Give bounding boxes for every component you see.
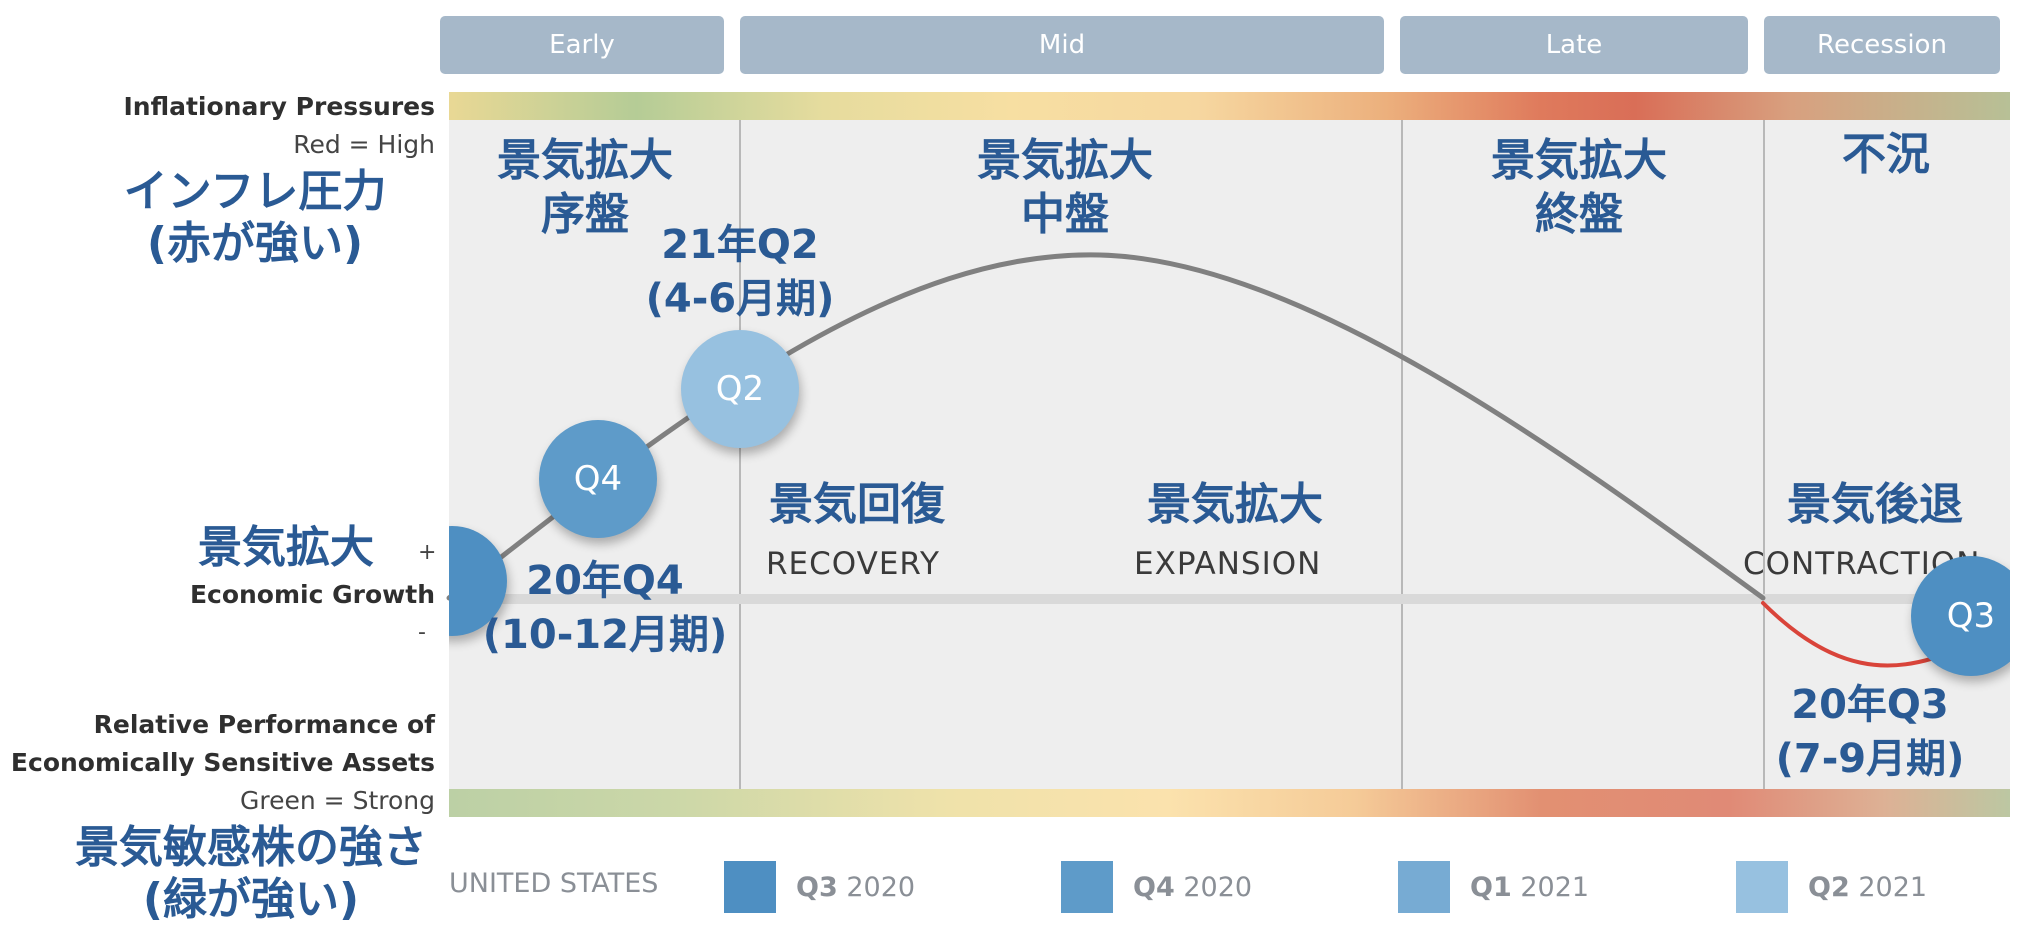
- phase-mid-line2: 中盤: [1021, 189, 1109, 240]
- phase-late-line2: 終盤: [1535, 189, 1623, 240]
- legend-text-q2-2021: Q2 2021: [1808, 871, 1928, 903]
- growth-label-en: Economic Growth: [189, 580, 435, 609]
- phase-recession-line1: 不況: [1842, 129, 1930, 180]
- note-q4-2020: 20年Q4 (10-12月期): [480, 554, 730, 662]
- note-q4-line1: 20年Q4: [526, 558, 684, 604]
- legend-item-q3-2020: Q3 2020: [724, 861, 915, 913]
- inflation-gradient-bar: [449, 92, 2010, 120]
- phase-early-line2: 序盤: [541, 189, 629, 240]
- assets-label-jp-line2: (緑が強い): [142, 874, 360, 925]
- phase-early-line1: 景気拡大: [497, 135, 673, 186]
- note-q2-line2: (4-6月期): [645, 276, 835, 322]
- growth-label-jp: 景気拡大: [198, 522, 374, 573]
- marker-q4-2020: Q4: [539, 420, 657, 538]
- legend-swatch-q3-2020: [724, 861, 776, 913]
- note-q2-line1: 21年Q2: [661, 222, 819, 268]
- assets-label-jp-line1: 景気敏感株の強さ: [75, 822, 427, 873]
- marker-clip-region: CONTRACTION Q4 Q2 Q3: [449, 120, 2010, 789]
- note-q3-line1: 20年Q3: [1791, 682, 1949, 728]
- legend-swatch-q4-2020: [1061, 861, 1113, 913]
- growth-minus-sign: -: [418, 620, 426, 645]
- phase-expansion-en: EXPANSION: [1134, 546, 1322, 582]
- phase-late-line1: 景気拡大: [1491, 135, 1667, 186]
- stage-early: Early: [440, 16, 724, 74]
- inflation-label-en: Inflationary Pressures: [123, 92, 435, 121]
- stage-mid: Mid: [740, 16, 1384, 74]
- assets-label-en-2: Economically Sensitive Assets: [10, 748, 435, 777]
- note-q3-line2: (7-9月期): [1775, 736, 1965, 782]
- legend-text-q4-2020: Q4 2020: [1133, 871, 1253, 903]
- sensitivity-gradient-bar: [449, 789, 2010, 817]
- legend-swatch-q1-2021: [1398, 861, 1450, 913]
- stage-recession: Recession: [1764, 16, 2000, 74]
- phase-mid-line1: 景気拡大: [977, 135, 1153, 186]
- phase-expansion-jp: 景気拡大: [1147, 479, 1323, 530]
- assets-label-en-1: Relative Performance of: [93, 710, 435, 739]
- phase-late-label: 景気拡大 終盤: [1474, 134, 1684, 242]
- phase-mid-label: 景気拡大 中盤: [960, 134, 1170, 242]
- assets-label-jp: 景気敏感株の強さ (緑が強い): [66, 822, 436, 926]
- legend-item-q2-2021: Q2 2021: [1736, 861, 1927, 913]
- cycle-plot-area: [449, 120, 2010, 789]
- assets-label-sub: Green = Strong: [240, 786, 435, 815]
- phase-recovery-jp: 景気回復: [769, 479, 945, 530]
- divider-mid-late: [1401, 120, 1403, 789]
- marker-q3-2020: Q3: [1911, 556, 2010, 676]
- inflation-label-jp-line1: インフレ圧力: [123, 166, 387, 217]
- phase-recovery-en: RECOVERY: [766, 546, 940, 582]
- phase-contraction-jp: 景気後退: [1787, 479, 1963, 530]
- marker-q2-2021: Q2: [681, 330, 799, 448]
- note-q3-2020: 20年Q3 (7-9月期): [1760, 678, 1980, 786]
- legend-item-q4-2020: Q4 2020: [1061, 861, 1252, 913]
- legend-text-q3-2020: Q3 2020: [796, 871, 916, 903]
- stage-late: Late: [1400, 16, 1748, 74]
- growth-plus-sign: +: [418, 540, 437, 565]
- inflation-label-jp-line2: (赤が強い): [146, 218, 364, 269]
- note-q4-line2: (10-12月期): [482, 612, 728, 658]
- divider-early-mid: [739, 120, 741, 789]
- inflation-label-jp: インフレ圧力 (赤が強い): [100, 166, 410, 270]
- phase-recession-label: 不況: [1806, 128, 1966, 182]
- phase-early-label: 景気拡大 序盤: [480, 134, 690, 242]
- legend-text-q1-2021: Q1 2021: [1470, 871, 1590, 903]
- legend-swatch-q2-2021: [1736, 861, 1788, 913]
- inflation-label-sub: Red = High: [293, 130, 435, 159]
- legend-item-q1-2021: Q1 2021: [1398, 861, 1589, 913]
- legend-country: UNITED STATES: [449, 868, 659, 899]
- note-q2-2021: 21年Q2 (4-6月期): [640, 218, 840, 326]
- divider-late-recession: [1763, 120, 1765, 789]
- growth-zero-axis: [449, 594, 2010, 604]
- expansion-curve: [446, 252, 1766, 601]
